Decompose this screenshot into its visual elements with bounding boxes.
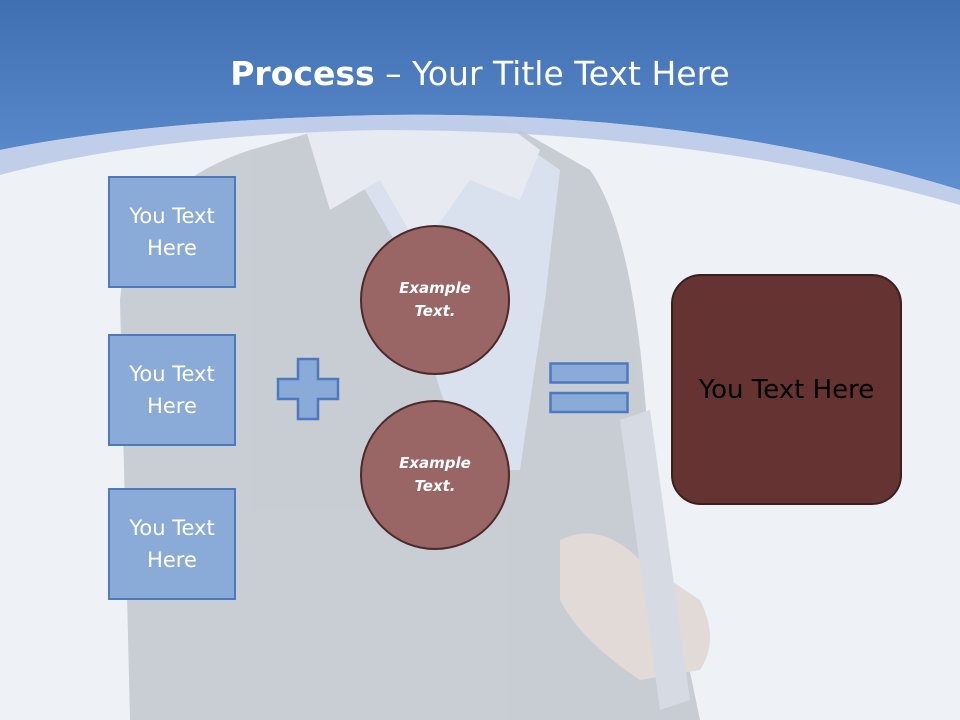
input-box-line2: Here [147,548,197,572]
circle-line1: Example [399,454,471,472]
plus-icon [276,357,340,421]
circle-line2: Text. [414,477,456,495]
equals-icon [549,362,629,414]
input-box-line1: You Text [129,204,215,228]
input-box-line2: Here [147,236,197,260]
result-box[interactable]: You Text Here [671,274,902,505]
input-box-line1: You Text [129,516,215,540]
slide-title: Process – Your Title Text Here [0,50,960,98]
title-rest: – Your Title Text Here [374,54,730,93]
input-box-line1: You Text [129,362,215,386]
circle-line2: Text. [414,302,456,320]
title-bold: Process [230,54,375,93]
input-box-line2: Here [147,394,197,418]
result-label: You Text Here [698,374,875,405]
circle-line1: Example [399,279,471,297]
